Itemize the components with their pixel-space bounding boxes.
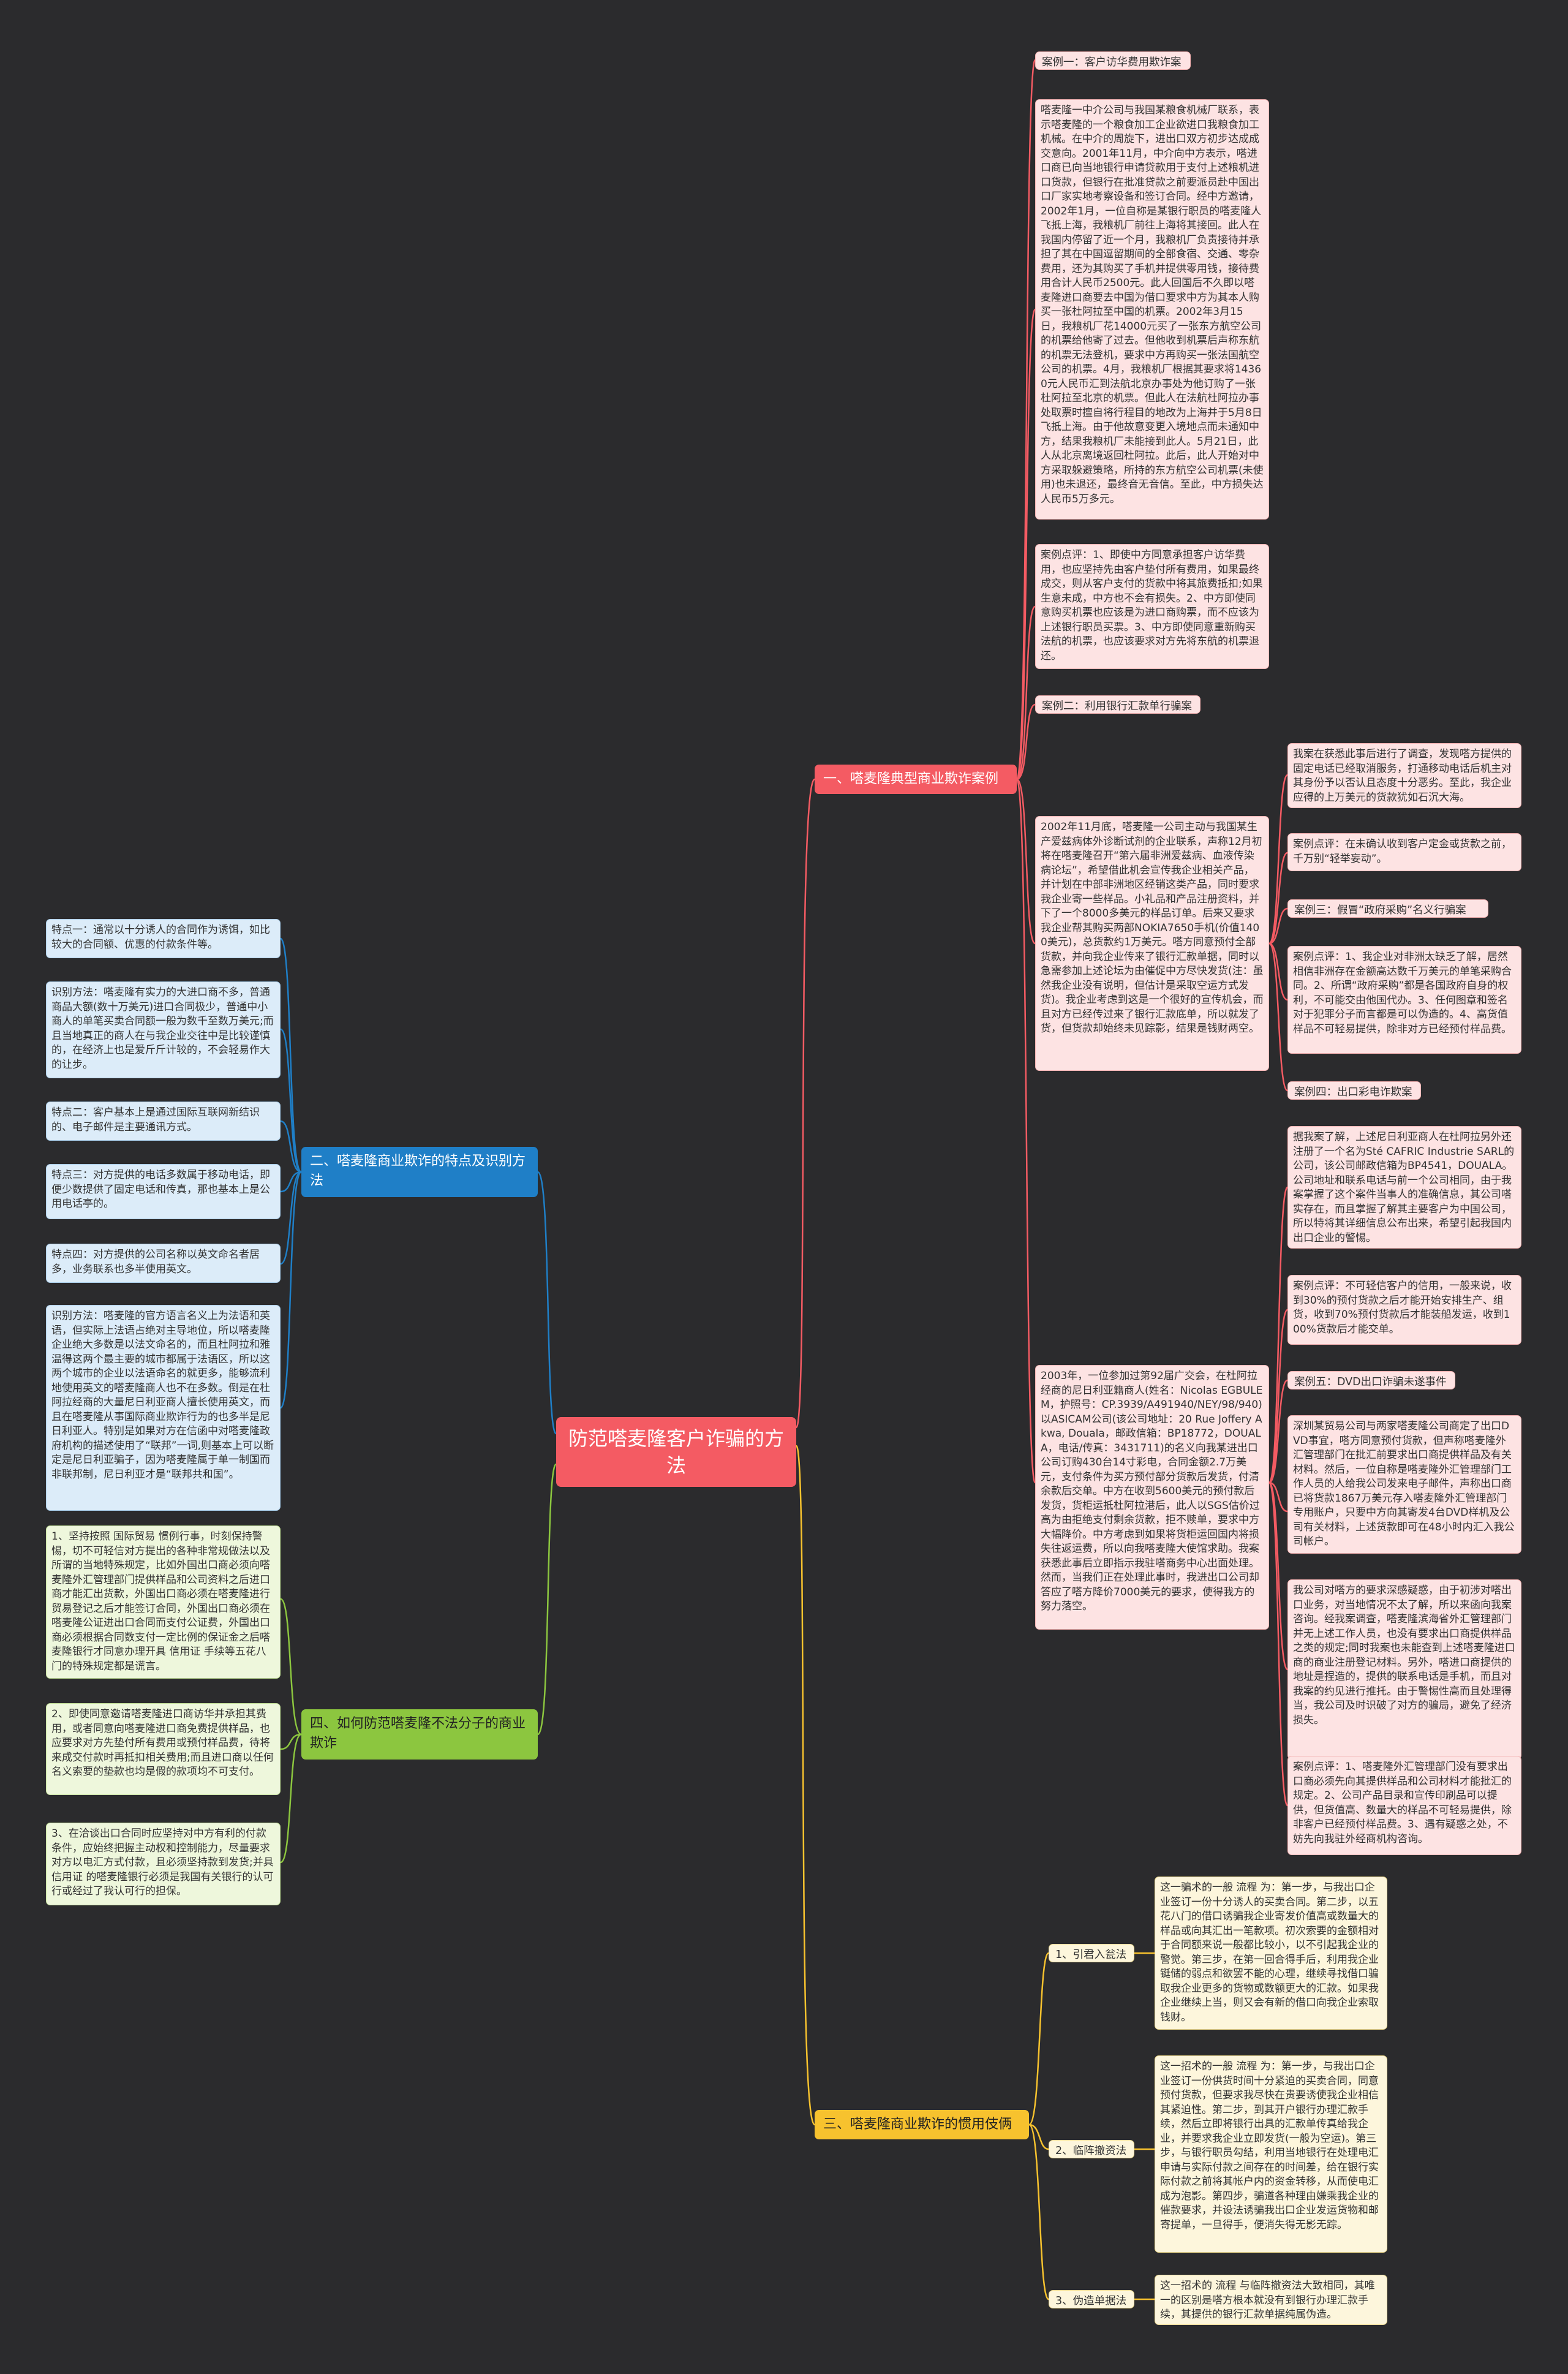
feature-4-identification[interactable]: 识别方法：嗒麦隆的官方语言名义上为法语和英语，但实际上法语占绝对主导地位，所以嗒…	[46, 1305, 281, 1511]
feature-3[interactable]: 特点三：对方提供的电话多数属于移动电话，即便少数提供了固定电话和传真，那也基本上…	[46, 1164, 281, 1219]
branch-typical-cases[interactable]: 一、嗒麦隆典型商业欺诈案例	[815, 765, 1017, 794]
case4-title[interactable]: 案例四：出口彩电诈欺案	[1287, 1081, 1421, 1100]
trick1-label[interactable]: 1、引君入瓮法	[1049, 1944, 1134, 1962]
feature-4[interactable]: 特点四：对方提供的公司名称以英文命名者居多，业务联系也多半使用英文。	[46, 1244, 281, 1283]
case5-title[interactable]: 案例五：DVD出口诈骗未遂事件	[1287, 1371, 1455, 1389]
branch-prevention[interactable]: 四、如何防范嗒麦隆不法分子的商业欺诈	[301, 1709, 538, 1760]
prevention-1[interactable]: 1、坚持按照 国际贸易 惯例行事，时刻保持警惕，切不可轻信对方提出的各种非常规做…	[46, 1525, 281, 1679]
trick3-text[interactable]: 这一招术的 流程 与临阵撤资法大致相同，其唯一的区别是嗒方根本就没有到银行办理汇…	[1155, 2275, 1387, 2325]
case3-title[interactable]: 案例三：假冒“政府采购”名义行骗案	[1287, 899, 1488, 918]
feature-1[interactable]: 特点一：通常以十分诱人的合同作为诱饵，如比较大的合同额、优惠的付款条件等。	[46, 919, 281, 958]
branch-features[interactable]: 二、嗒麦隆商业欺诈的特点及识别方法	[301, 1147, 538, 1197]
case4-story[interactable]: 2003年，一位参加过第92届广交会，在杜阿拉经商的尼日利亚籍商人(姓名：Nic…	[1035, 1365, 1269, 1630]
prevention-2[interactable]: 2、即使同意邀请嗒麦隆进口商访华并承担其费用，或者同意向嗒麦隆进口商免费提供样品…	[46, 1703, 281, 1795]
case1-title[interactable]: 案例一：客户访华费用欺诈案	[1035, 51, 1191, 70]
case2-story[interactable]: 2002年11月底，嗒麦隆一公司主动与我国某生产爱兹病体外诊断试剂的企业联系，声…	[1035, 816, 1269, 1071]
branch-tricks[interactable]: 三、嗒麦隆商业欺诈的惯用伎俩	[815, 2110, 1029, 2139]
case5-note[interactable]: 我公司对嗒方的要求深感疑惑，由于初涉对嗒出口业务，对当地情况不太了解，所以来函向…	[1287, 1579, 1521, 1760]
case5-comment[interactable]: 案例点评：1、嗒麦隆外汇管理部门没有要求出口商必须先向其提供样品和公司材料才能批…	[1287, 1756, 1521, 1855]
trick2-text[interactable]: 这一招术的一般 流程 为：第一步，与我出口企业签订一份供货时间十分紧迫的买卖合同…	[1155, 2055, 1387, 2253]
feature-1-identification[interactable]: 识别方法：嗒麦隆有实力的大进口商不多，普通商品大额(数十万美元)进口合同极少，普…	[46, 981, 281, 1078]
case1-story[interactable]: 嗒麦隆一中介公司与我国某粮食机械厂联系，表示嗒麦隆的一个粮食加工企业欲进口我粮食…	[1035, 99, 1269, 520]
prevention-3[interactable]: 3、在洽谈出口合同时应坚持对中方有利的付款条件，应始终把握主动权和控制能力，尽量…	[46, 1823, 281, 1905]
case5-story[interactable]: 深圳某贸易公司与两家嗒麦隆公司商定了出口DVD事宜，嗒方同意预付货款，但声称嗒麦…	[1287, 1415, 1521, 1554]
central-topic[interactable]: 防范嗒麦隆客户诈骗的方法	[556, 1417, 796, 1487]
case4-note[interactable]: 据我案了解，上述尼日利亚商人在杜阿拉另外还注册了一个名为Sté CAFRIC I…	[1287, 1126, 1521, 1249]
case4-comment[interactable]: 案例点评：不可轻信客户的信用，一般来说，收到30%的预付货款之后才能开始安排生产…	[1287, 1275, 1521, 1345]
case2-comment[interactable]: 案例点评：在未确认收到客户定金或货款之前，千万别“轻举妄动”。	[1287, 833, 1521, 871]
trick3-label[interactable]: 3、伪造单据法	[1049, 2290, 1134, 2308]
trick1-text[interactable]: 这一骗术的一般 流程 为：第一步，与我出口企业签订一份十分诱人的买卖合同。第二步…	[1155, 1877, 1387, 2030]
case1-comment[interactable]: 案例点评：1、即使中方同意承担客户访华费用，也应坚持先由客户垫付所有费用，如果最…	[1035, 544, 1269, 669]
case3-comment[interactable]: 案例点评：1、我企业对非洲太缺乏了解，居然相信非洲存在金额高达数千万美元的单笔采…	[1287, 946, 1521, 1054]
case2-title[interactable]: 案例二：利用银行汇款单行骗案	[1035, 695, 1200, 714]
feature-2[interactable]: 特点二：客户基本上是通过国际互联网新结识的、电子邮件是主要通讯方式。	[46, 1102, 281, 1141]
trick2-label[interactable]: 2、临阵撤资法	[1049, 2140, 1134, 2158]
case2-note[interactable]: 我案在获悉此事后进行了调查，发现嗒方提供的固定电话已经取消服务，打通移动电话后机…	[1287, 743, 1521, 808]
